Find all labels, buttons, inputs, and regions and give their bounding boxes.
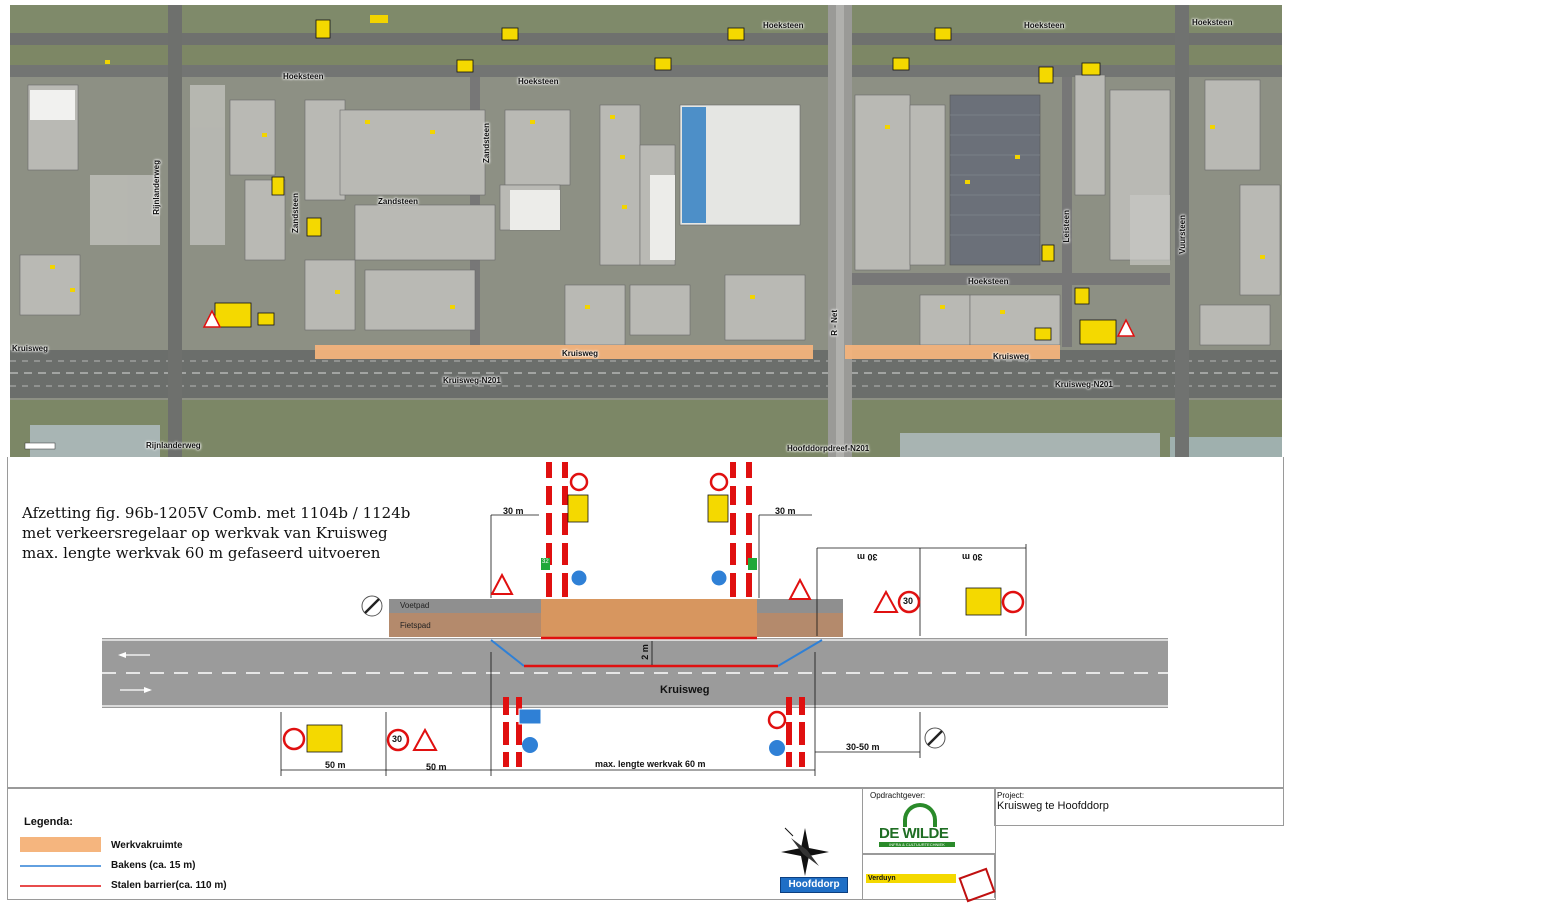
street-label: Hoeksteen — [968, 277, 1009, 286]
map-work-area-right — [845, 345, 1060, 359]
dimension-label: max. lengte werkvak 60 m — [595, 759, 706, 769]
titleblock-divider — [994, 853, 995, 898]
legend-item-beacons: Bakens (ca. 15 m) — [111, 860, 196, 871]
fietspad-label: Fietspad — [400, 621, 431, 630]
speed-limit-value: 30 — [903, 596, 914, 606]
street-label: Zandsteen — [482, 123, 491, 164]
project-name: Kruisweg te Hoofddorp — [997, 800, 1109, 812]
client-logo-mark — [903, 803, 937, 827]
legend-item-work-area: Werkvakruimte — [111, 840, 183, 851]
street-label: Hoeksteen — [1192, 18, 1233, 27]
dimension-label: 30-50 m — [846, 742, 880, 752]
dimension-label: 30 m — [962, 552, 983, 562]
titleblock-project-frame — [994, 788, 1284, 826]
client-logo-text: DE WILDE — [879, 825, 949, 842]
street-label: Kruisweg — [562, 349, 599, 358]
drawing-frame — [7, 457, 1284, 788]
contractor-bar — [908, 874, 956, 883]
street-label: Leisteen — [1062, 210, 1071, 243]
street-label: Zandsteen — [378, 197, 419, 206]
client-logo: DE WILDE INFRA & CULTUURTECHNIEK — [875, 803, 959, 849]
street-label: Kruisweg-N201 — [443, 376, 501, 385]
note-line: Afzetting fig. 96b-1205V Comb. met 1104b… — [22, 504, 411, 522]
dimension-label: 30 m — [503, 506, 524, 516]
street-label: Hoeksteen — [283, 72, 324, 81]
opdrachtgever-label: Opdrachtgever: — [870, 791, 926, 800]
aerial-map-graphic — [10, 5, 1282, 457]
map-work-area-left — [315, 345, 813, 359]
street-label: Kruisweg — [993, 352, 1030, 361]
street-label: Vuursteen — [1178, 215, 1187, 254]
street-label: Kruisweg — [12, 344, 49, 353]
note-line: max. lengte werkvak 60 m gefaseerd uitvo… — [22, 544, 381, 562]
contractor-logo: Verduyn — [866, 867, 996, 903]
street-label: Zandsteen — [291, 193, 300, 234]
legend-item-barrier: Stalen barrier(ca. 110 m) — [111, 880, 227, 891]
titleblock-contractor-frame — [862, 853, 996, 900]
titleblock-client-frame — [862, 788, 996, 855]
dimension-label: 50 m — [426, 762, 447, 772]
dimension-label: 30 m — [857, 552, 878, 562]
street-label: Kruisweg-N201 — [1055, 380, 1113, 389]
street-label: Rijnlanderweg — [152, 160, 161, 215]
voetpad-label: Voetpad — [400, 601, 430, 610]
contractor-name: Verduyn — [866, 874, 908, 883]
street-label: Rijnlanderweg — [146, 441, 201, 450]
map-sign — [315, 19, 331, 39]
client-logo-subtitle: INFRA & CULTUURTECHNIEK — [879, 842, 955, 847]
street-label: Hoeksteen — [1024, 21, 1065, 30]
note-line: met verkeersregelaar op werkvak van Krui… — [22, 524, 388, 542]
street-label: R - Net — [830, 310, 839, 336]
dimension-label: 50 m — [325, 760, 346, 770]
aerial-map: Hoeksteen Hoeksteen Hoeksteen Hoeksteen … — [10, 5, 1282, 457]
drawing-note: Afzetting fig. 96b-1205V Comb. met 1104b… — [22, 503, 410, 563]
dimension-label: 2 m — [639, 644, 650, 660]
legend-title: Legenda: — [24, 816, 73, 828]
street-label: Hoofddorpdreef-N201 — [787, 444, 870, 453]
traffic-light-number: 32 — [542, 559, 549, 565]
dimension-label: 30 m — [775, 506, 796, 516]
speed-limit-value: 30 — [392, 734, 403, 744]
street-label: Hoeksteen — [518, 77, 559, 86]
road-name-label: Kruisweg — [660, 684, 710, 696]
street-label: Hoeksteen — [763, 21, 804, 30]
place-badge: Hoofddorp — [780, 877, 848, 893]
project-label: Project: — [997, 791, 1025, 800]
